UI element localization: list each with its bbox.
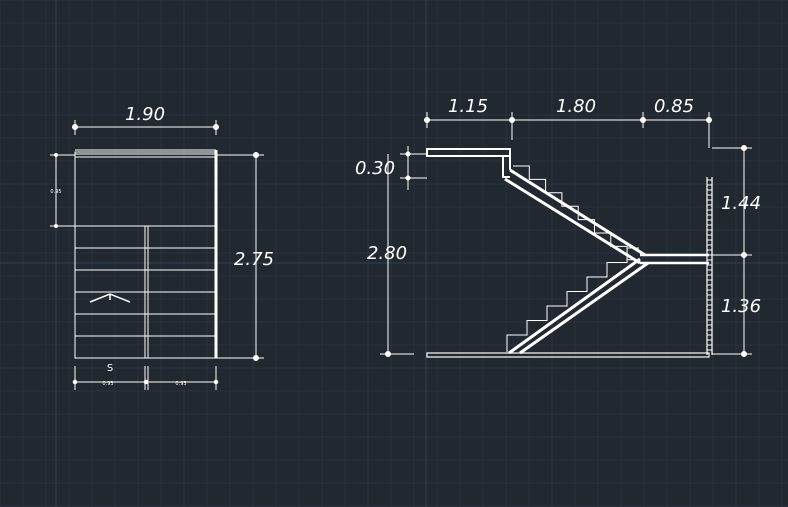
dim-tick [741,351,747,357]
plan-side-label: 0.95 [50,189,61,195]
dim-tick [253,152,259,158]
section-floor-slab [426,352,710,358]
dim-tick [253,355,259,361]
section-upper-steps [513,165,636,261]
section-lower-label: 1.36 [721,296,761,317]
section-upper-label: 1.44 [721,193,761,214]
dim-tick [213,124,219,130]
plan-width-label: 1.90 [125,104,165,125]
dim-tick [640,117,646,123]
dim-tick [509,117,515,123]
section-lower-flight-top [519,261,649,355]
section-top-slab [426,148,511,157]
stair-plan-view [50,120,264,390]
section-dim-3-label: 0.85 [654,96,694,117]
section-step-label: 0.30 [355,158,395,179]
dim-tick [72,124,78,130]
section-total-label: 2.80 [367,243,407,264]
stair-section-view [380,112,752,358]
section-lower-steps [506,247,639,352]
dim-tick [385,351,391,357]
dim-tick [405,151,411,157]
dim-tick [54,153,58,157]
plan-bottom-left-label: 0.93 [102,381,113,387]
dim-tick [143,379,149,385]
upper-step-profile [513,165,636,261]
section-lower-flight-bottom [508,257,641,355]
dim-tick [741,145,747,151]
section-right-wall-hatch [707,179,712,351]
dim-tick [213,379,219,385]
lower-step-profile [506,247,639,352]
plan-height-label: 2.75 [234,249,274,270]
dim-tick [54,224,58,228]
section-upper-flight-bottom [504,177,641,265]
section-top-slab-edge [502,156,510,178]
dim-tick [424,117,430,123]
dim-tick [72,379,78,385]
plan-bottom-right-label: 0.93 [175,381,186,387]
dim-tick [741,252,747,258]
section-upper-flight-top [509,168,646,257]
dim-tick [405,175,411,181]
plan-direction-label: S [107,363,113,374]
dim-tick [706,117,712,123]
section-dim-1-label: 1.15 [448,96,488,117]
section-dim-2-label: 1.80 [556,96,596,117]
